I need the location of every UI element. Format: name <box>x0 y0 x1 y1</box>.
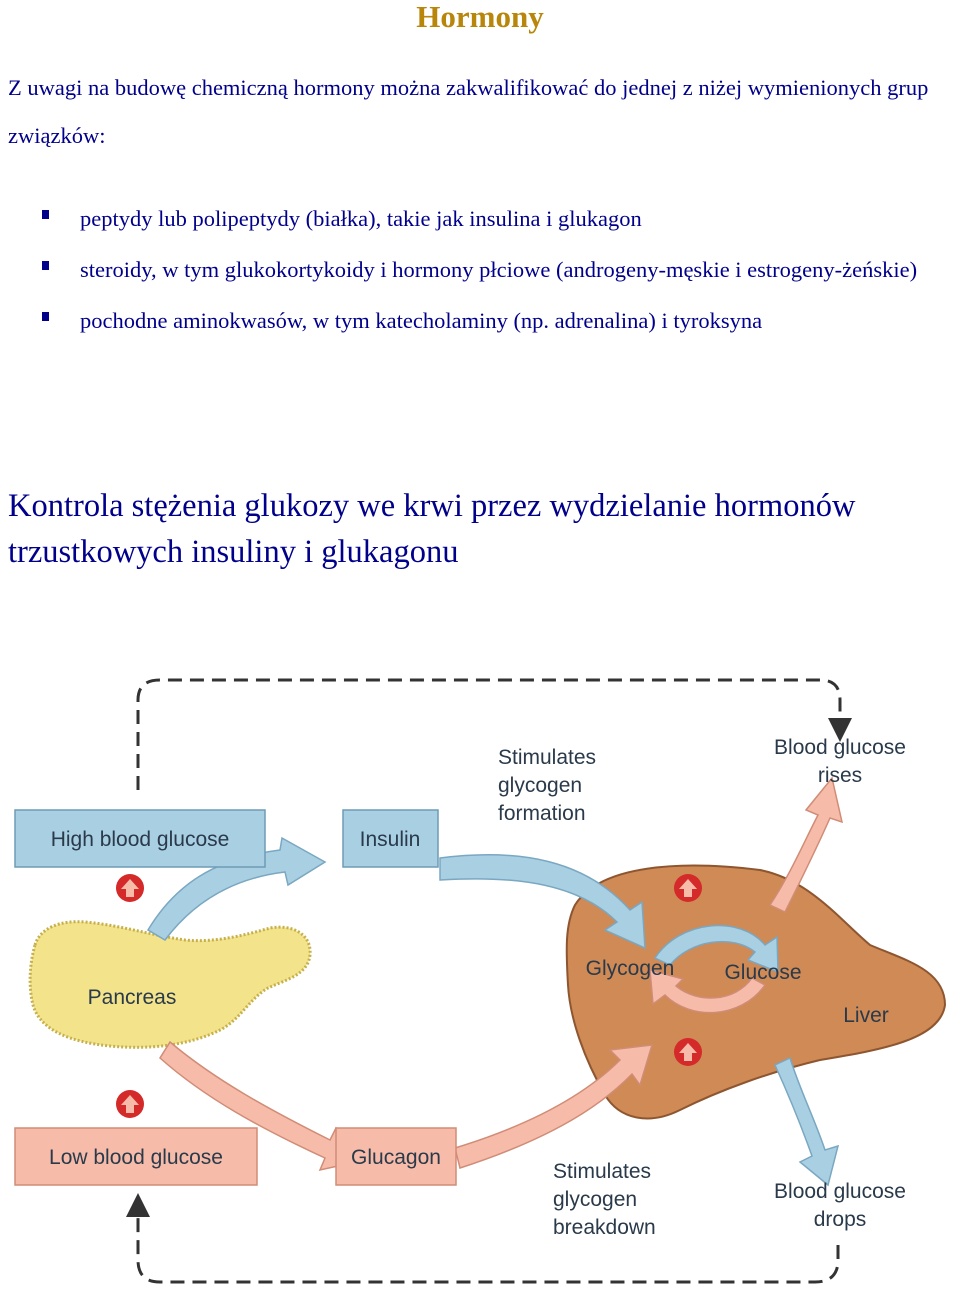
stimulates-formation-label: formation <box>498 802 586 825</box>
list-item-text: pochodne aminokwasów, w tym katecholamin… <box>80 308 762 333</box>
liver-label: Liver <box>843 1004 889 1027</box>
bullet-square-icon <box>42 261 49 270</box>
stimulates-breakdown-label: breakdown <box>553 1216 656 1239</box>
stimulates-breakdown-label: glycogen <box>553 1188 637 1211</box>
hormone-groups-list: peptydy lub polipeptydy (białka), takie … <box>0 193 960 346</box>
blood-glucose-rises-label: rises <box>818 764 862 787</box>
list-item: steroidy, w tym glukokortykoidy i hormon… <box>0 244 960 295</box>
signal-up-icon <box>116 1090 144 1118</box>
signal-up-icon <box>674 1038 702 1066</box>
glycogen-label: Glycogen <box>586 957 675 980</box>
pancreas-label: Pancreas <box>88 986 177 1009</box>
signal-up-icon <box>116 874 144 902</box>
list-item-text: steroidy, w tym glukokortykoidy i hormon… <box>80 257 917 282</box>
list-item: pochodne aminokwasów, w tym katecholamin… <box>0 295 960 346</box>
feedback-loop-bottom <box>138 1205 838 1282</box>
intro-text: Z uwagi na budowę chemiczną hormony możn… <box>8 64 958 160</box>
stimulates-formation-label: glycogen <box>498 774 582 797</box>
arrow-insulin-to-liver <box>440 855 645 948</box>
pancreas-shape <box>30 922 310 1048</box>
bullet-square-icon <box>42 312 49 321</box>
insulin-label: Insulin <box>360 828 421 851</box>
blood-glucose-rises-label: Blood glucose <box>774 736 906 759</box>
blood-glucose-drops-label: Blood glucose <box>774 1180 906 1203</box>
bullet-square-icon <box>42 210 49 219</box>
list-item-text: peptydy lub polipeptydy (białka), takie … <box>80 206 642 231</box>
arrow-liver-to-drops <box>775 1058 838 1185</box>
low-blood-glucose-label: Low blood glucose <box>49 1146 223 1169</box>
blood-glucose-drops-label: drops <box>814 1208 867 1231</box>
section-subtitle: Kontrola stężenia glukozy we krwi przez … <box>8 483 958 575</box>
glucose-regulation-diagram: High blood glucose Insulin Low blood glu… <box>0 655 960 1295</box>
list-item: peptydy lub polipeptydy (białka), takie … <box>0 193 960 244</box>
stimulates-formation-label: Stimulates <box>498 746 596 769</box>
page-title: Hormony <box>0 0 960 34</box>
glucose-label: Glucose <box>724 961 801 984</box>
stimulates-breakdown-label: Stimulates <box>553 1160 651 1183</box>
feedback-loop-top <box>138 680 840 790</box>
signal-up-icon <box>674 874 702 902</box>
glucagon-label: Glucagon <box>351 1146 441 1169</box>
high-blood-glucose-label: High blood glucose <box>51 828 230 851</box>
